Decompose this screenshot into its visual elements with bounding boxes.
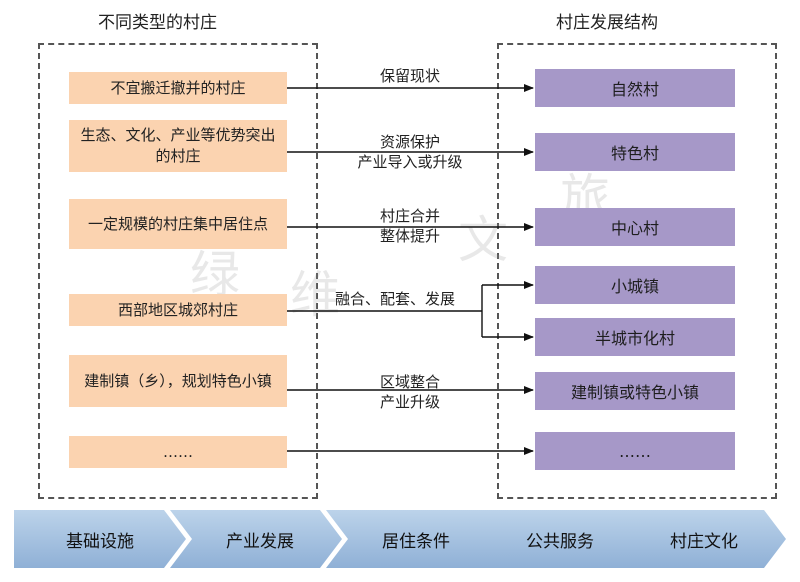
source-box: …… — [69, 436, 287, 468]
step-chevron: 公共服务 — [470, 510, 642, 568]
target-box: 小城镇 — [535, 266, 735, 304]
target-box: …… — [535, 432, 735, 470]
connector-label: 融合、配套、发展 — [334, 290, 455, 308]
connector-label: 保留现状 — [379, 67, 440, 85]
source-box: 西部地区城郊村庄 — [69, 294, 287, 326]
source-box: 不宜搬迁撤并的村庄 — [69, 72, 287, 104]
target-box: 建制镇或特色小镇 — [535, 372, 735, 410]
step-chevron: 村庄文化 — [614, 510, 786, 568]
source-box: 建制镇（乡），规划特色小镇 — [69, 355, 287, 407]
step-chevron: 基础设施 — [14, 510, 186, 568]
connector-label: 村庄合并整体提升 — [379, 207, 440, 245]
source-group-border — [38, 43, 318, 499]
target-box: 半城市化村 — [535, 318, 735, 356]
source-box: 生态、文化、产业等优势突出的村庄 — [69, 120, 287, 172]
connector-label: 区域整合产业升级 — [379, 373, 440, 411]
left-column-title: 不同类型的村庄 — [98, 13, 217, 33]
target-group-border — [497, 43, 777, 499]
step-chevron: 居住条件 — [326, 510, 498, 568]
target-box: 中心村 — [535, 208, 735, 246]
target-box: 自然村 — [535, 69, 735, 107]
connector-label: 资源保护产业导入或升级 — [357, 133, 463, 171]
right-column-title: 村庄发展结构 — [556, 13, 658, 33]
step-chevron: 产业发展 — [170, 510, 342, 568]
source-box: 一定规模的村庄集中居住点 — [69, 199, 287, 249]
target-box: 特色村 — [535, 133, 735, 171]
